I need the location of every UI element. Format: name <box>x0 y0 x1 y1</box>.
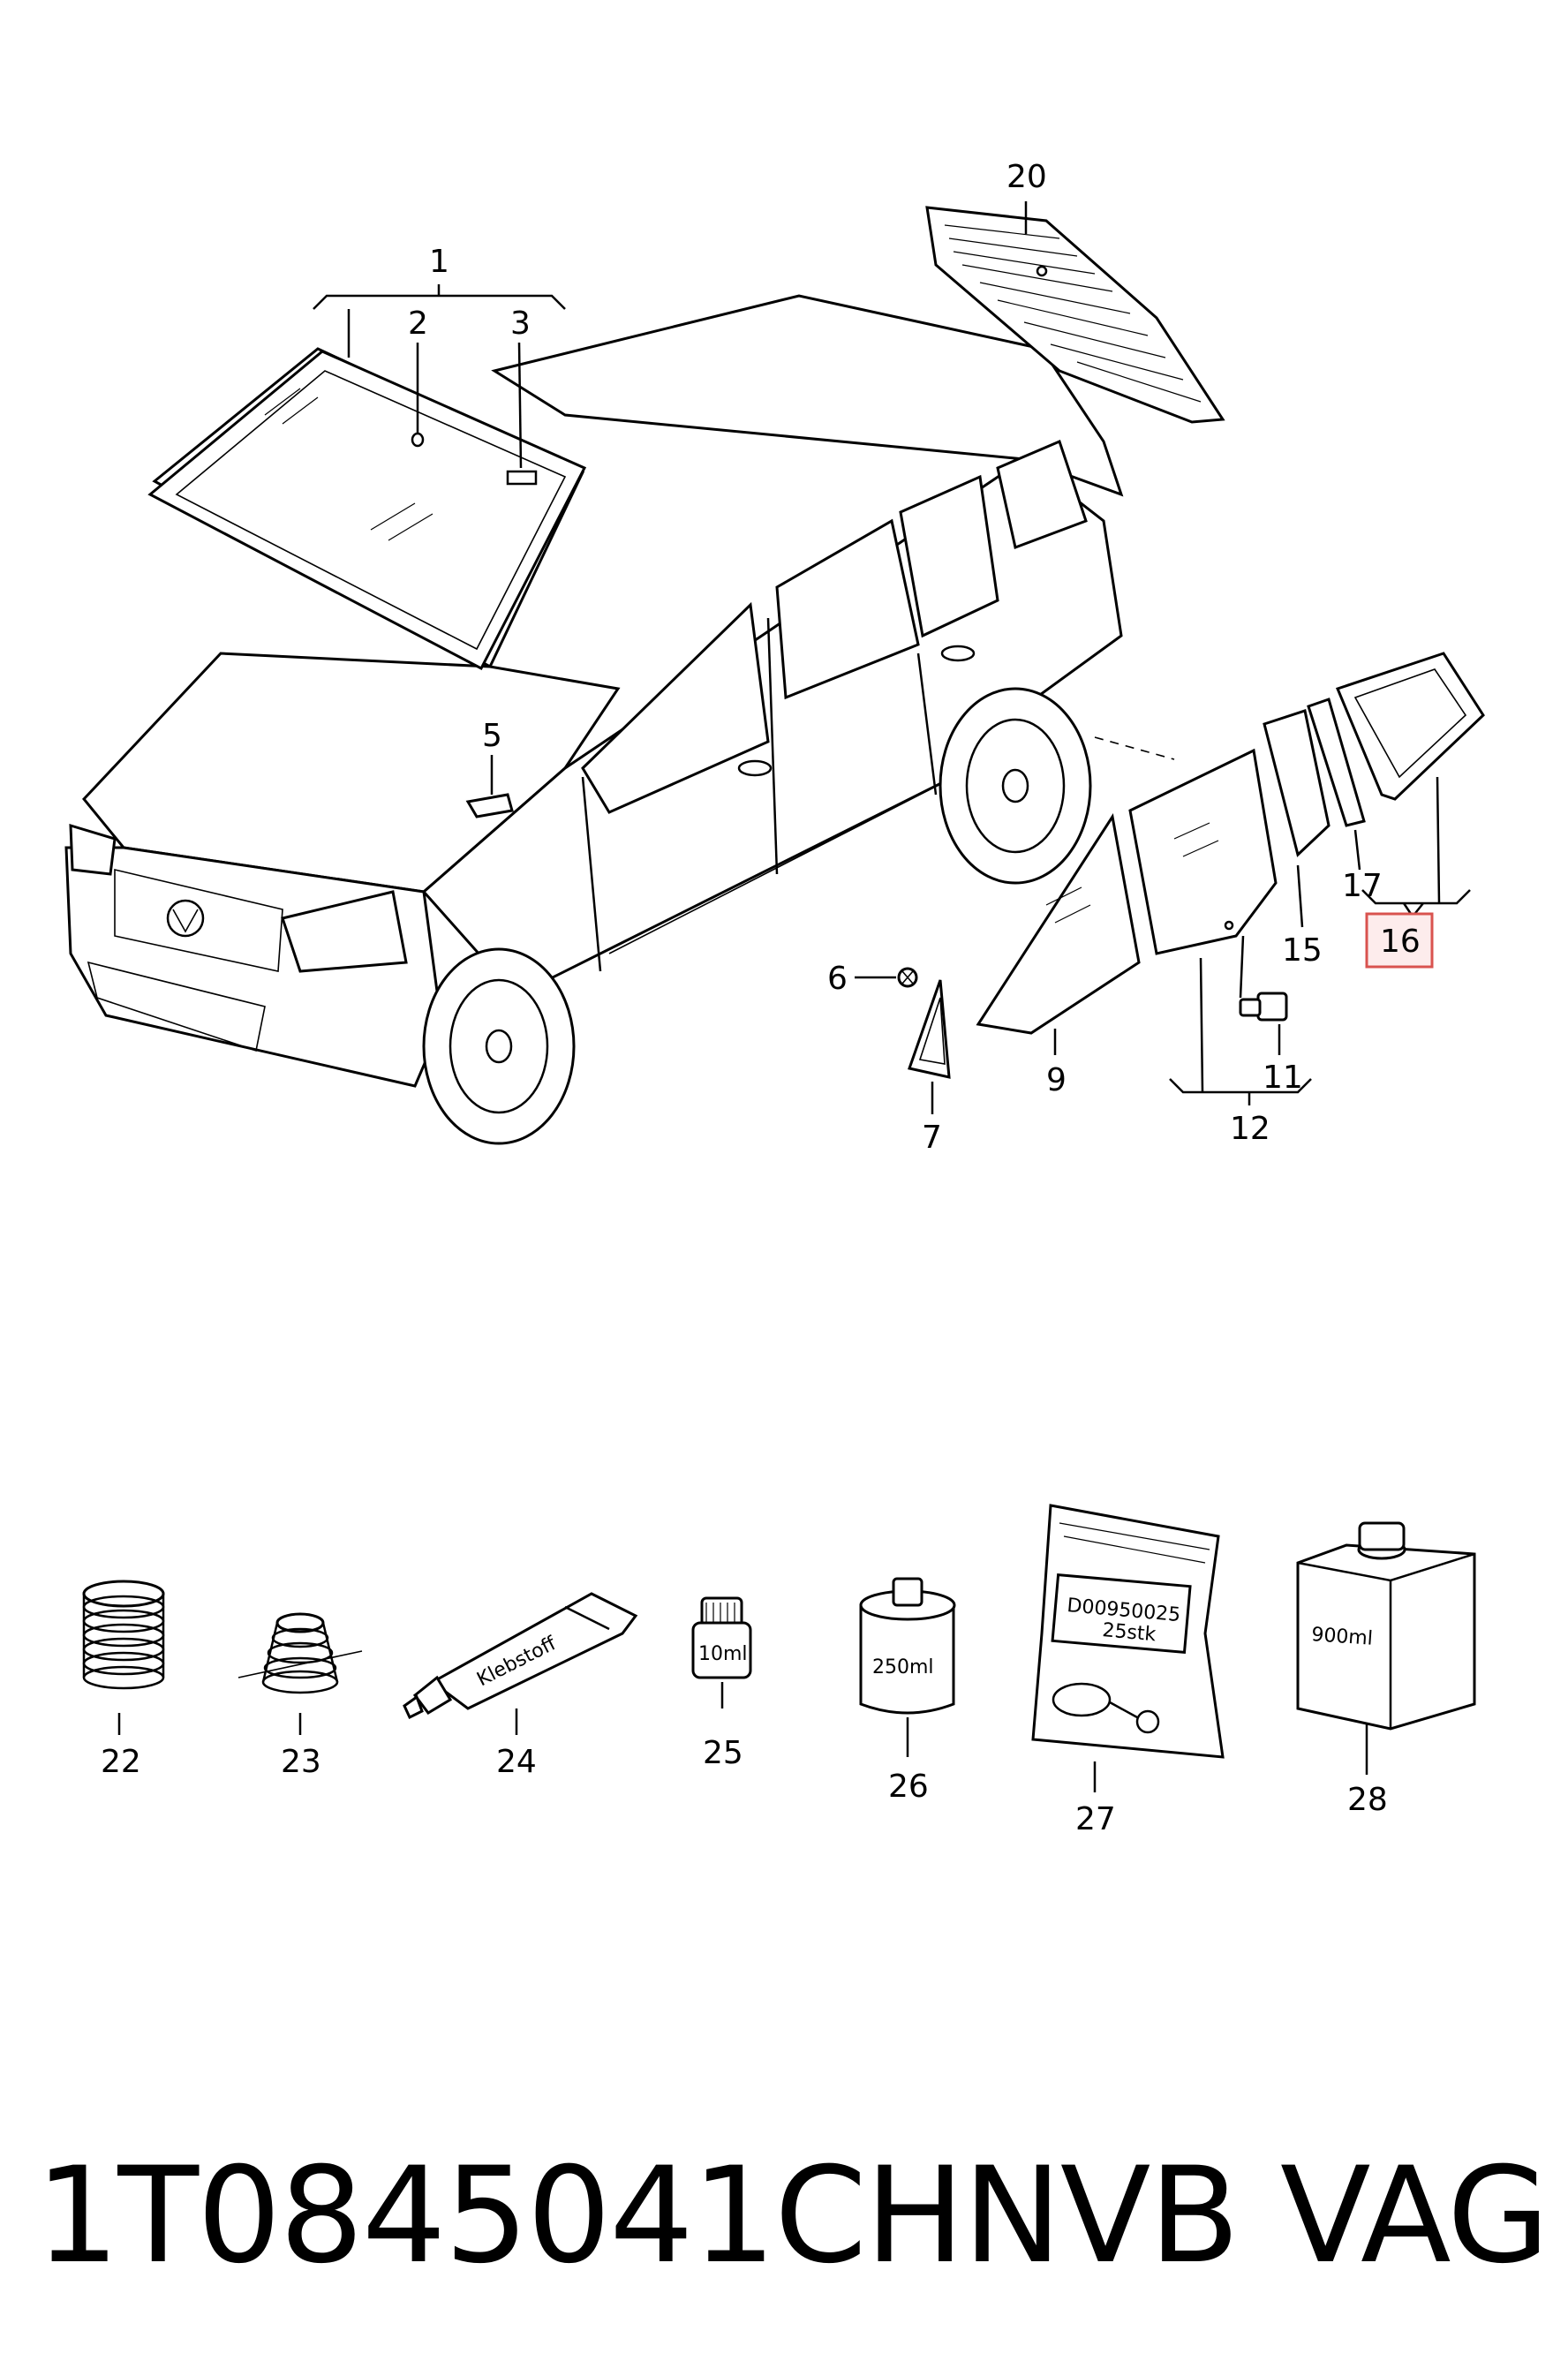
canister-part: 900ml <box>1296 1521 1476 1731</box>
callout-7: 7 <box>922 1120 942 1156</box>
canister-label: 900ml <box>1311 1624 1374 1650</box>
callout-3: 3 <box>510 305 531 342</box>
cone-spring-part <box>237 1612 363 1694</box>
small-bottle-part: 10ml <box>691 1596 752 1679</box>
callout-1: 1 <box>429 244 449 280</box>
front-wheel <box>422 947 576 1145</box>
callout-25: 25 <box>703 1735 743 1771</box>
brand-name: VAG <box>1280 2139 1549 2293</box>
highlight-box <box>1365 912 1434 969</box>
side-glass-parts <box>897 652 1485 1079</box>
callout-2: 2 <box>408 305 428 342</box>
mirror-part <box>465 793 514 818</box>
callout-labels: 1 2 3 20 5 6 7 9 11 12 15 17 16 22 23 24… <box>101 159 1434 1837</box>
bottle-label: 10ml <box>698 1643 748 1665</box>
callout-24: 24 <box>496 1744 537 1780</box>
bag-part: D00950025 25stk <box>1031 1504 1225 1759</box>
callout-27: 27 <box>1075 1801 1116 1837</box>
windshield-exploded <box>147 350 587 671</box>
callout-16: 16 <box>1380 924 1421 960</box>
adhesive-tube-part: Klebstoff <box>403 1592 638 1720</box>
callout-9: 9 <box>1046 1062 1067 1098</box>
callout-20: 20 <box>1006 159 1047 195</box>
callout-11: 11 <box>1263 1060 1303 1096</box>
part-number: 1T0845041CHNVB <box>35 2139 1240 2293</box>
clip-part <box>1239 992 1288 1022</box>
can-part: 250ml <box>859 1577 956 1715</box>
callout-6: 6 <box>827 961 848 997</box>
callout-23: 23 <box>281 1744 321 1780</box>
callout-12: 12 <box>1230 1111 1270 1147</box>
rear-window-part <box>925 206 1225 424</box>
footer-caption: 1T0845041CHNVB VAG <box>35 2128 1549 2304</box>
grommet-part <box>897 967 918 988</box>
callout-17: 17 <box>1342 868 1383 904</box>
callout-16-highlight[interactable]: 16 <box>1365 912 1434 969</box>
rear-wheel <box>939 687 1092 885</box>
vehicle-illustration <box>64 294 1124 1145</box>
spring-part <box>82 1580 165 1690</box>
callout-5: 5 <box>482 718 502 754</box>
callout-22: 22 <box>101 1744 141 1780</box>
callout-15: 15 <box>1282 932 1323 969</box>
callout-26: 26 <box>888 1769 929 1805</box>
bag-label-line2: 25stk <box>1101 1619 1157 1646</box>
leader-lines <box>117 201 1471 1792</box>
callout-28: 28 <box>1347 1782 1388 1818</box>
can-label: 250ml <box>872 1656 934 1678</box>
